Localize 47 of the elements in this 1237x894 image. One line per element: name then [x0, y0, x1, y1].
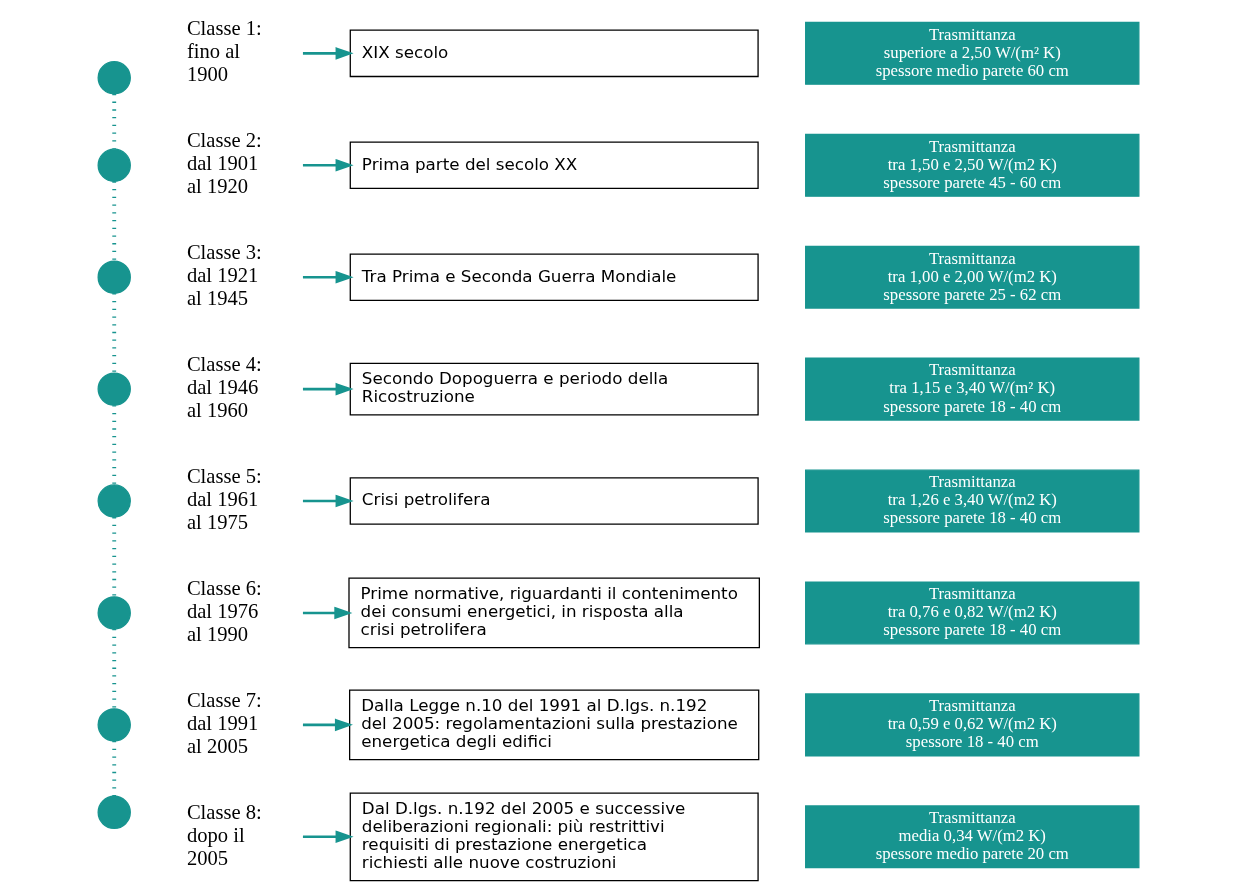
node-box: Dalla Legge n.10 del 1991 al D.lgs. n.192 del 2005: regolamentazioni sulla prestazione energetica degli edifici [349, 689, 760, 761]
node-circle [97, 484, 131, 518]
node-box: Trasmittanza tra 0,59 e 0,62 W/(m2 K) spessore 18 - 40 cm [805, 693, 1140, 757]
node-circle [97, 795, 131, 830]
node-text: Classe 3: dal 1921 al 1945 [186, 240, 262, 310]
node-text: Classe 2: dal 1901 al 1920 [186, 129, 262, 198]
node-box: Trasmittanza tra 1,26 e 3,40 W/(m2 K) spessore parete 18 - 40 cm [805, 469, 1140, 533]
node-box: Prima parte del secolo XX [349, 141, 759, 190]
node-box: Crisi petrolifera [349, 477, 759, 525]
connector [112, 629, 117, 709]
node-box: Trasmittanza tra 0,76 e 0,82 W/(m2 K) spessore parete 18 - 40 cm [805, 581, 1140, 645]
arrow [302, 830, 354, 844]
arrow [302, 158, 354, 172]
node-circle [97, 61, 131, 95]
connector [112, 740, 117, 796]
node-text: Classe 5: dal 1961 al 1975 [186, 464, 262, 534]
node-circle [97, 708, 131, 742]
connector [112, 293, 117, 373]
node-box: Trasmittanza tra 1,15 e 3,40 W/(m² K) spessore parete 18 - 40 cm [805, 357, 1140, 421]
node-text: Classe 7: dal 1991 al 2005 [186, 688, 262, 757]
node-text: Classe 8: dopo il 2005 [186, 800, 262, 869]
connector [112, 93, 117, 149]
node-box: Secondo Dopoguerra e periodo della Ricostruzione [349, 362, 759, 416]
arrow [302, 270, 354, 284]
arrow [302, 494, 354, 508]
arrow [302, 606, 353, 620]
node-circle [97, 372, 131, 406]
node-box: Tra Prima e Seconda Guerra Mondiale [349, 253, 759, 301]
arrow [302, 718, 353, 732]
node-text: Classe 4: dal 1946 al 1960 [186, 352, 262, 422]
node-box: Trasmittanza superiore a 2,50 W/(m² K) spessore medio parete 60 cm [805, 21, 1140, 85]
arrow [302, 382, 354, 396]
node-box: XIX secolo [349, 29, 759, 78]
node-box: Dal D.lgs. n.192 del 2005 e successive deliberazioni regionali: più restrittivi requisiti di prestazione energetica richiesti alle nuove costruzioni [349, 792, 759, 882]
connector [112, 517, 117, 597]
node-circle [97, 148, 131, 182]
node-box: Trasmittanza tra 1,00 e 2,00 W/(m2 K) spessore parete 25 - 62 cm [805, 245, 1140, 309]
connector [112, 181, 117, 261]
node-text: Classe 1: fino al 1900 [186, 17, 262, 86]
node-box: Prime normative, riguardanti il contenimento dei consumi energetici, in risposta alla crisi petrolifera [348, 577, 760, 649]
connector [112, 405, 117, 485]
node-text: Classe 6: dal 1976 al 1990 [186, 576, 262, 645]
arrow [302, 47, 354, 60]
node-box: Trasmittanza tra 1,50 e 2,50 W/(m2 K) spessore parete 45 - 60 cm [805, 133, 1140, 197]
node-circle [97, 260, 131, 294]
node-circle [97, 596, 131, 630]
node-box: Trasmittanza media 0,34 W/(m2 K) spessore medio parete 20 cm [805, 805, 1140, 869]
